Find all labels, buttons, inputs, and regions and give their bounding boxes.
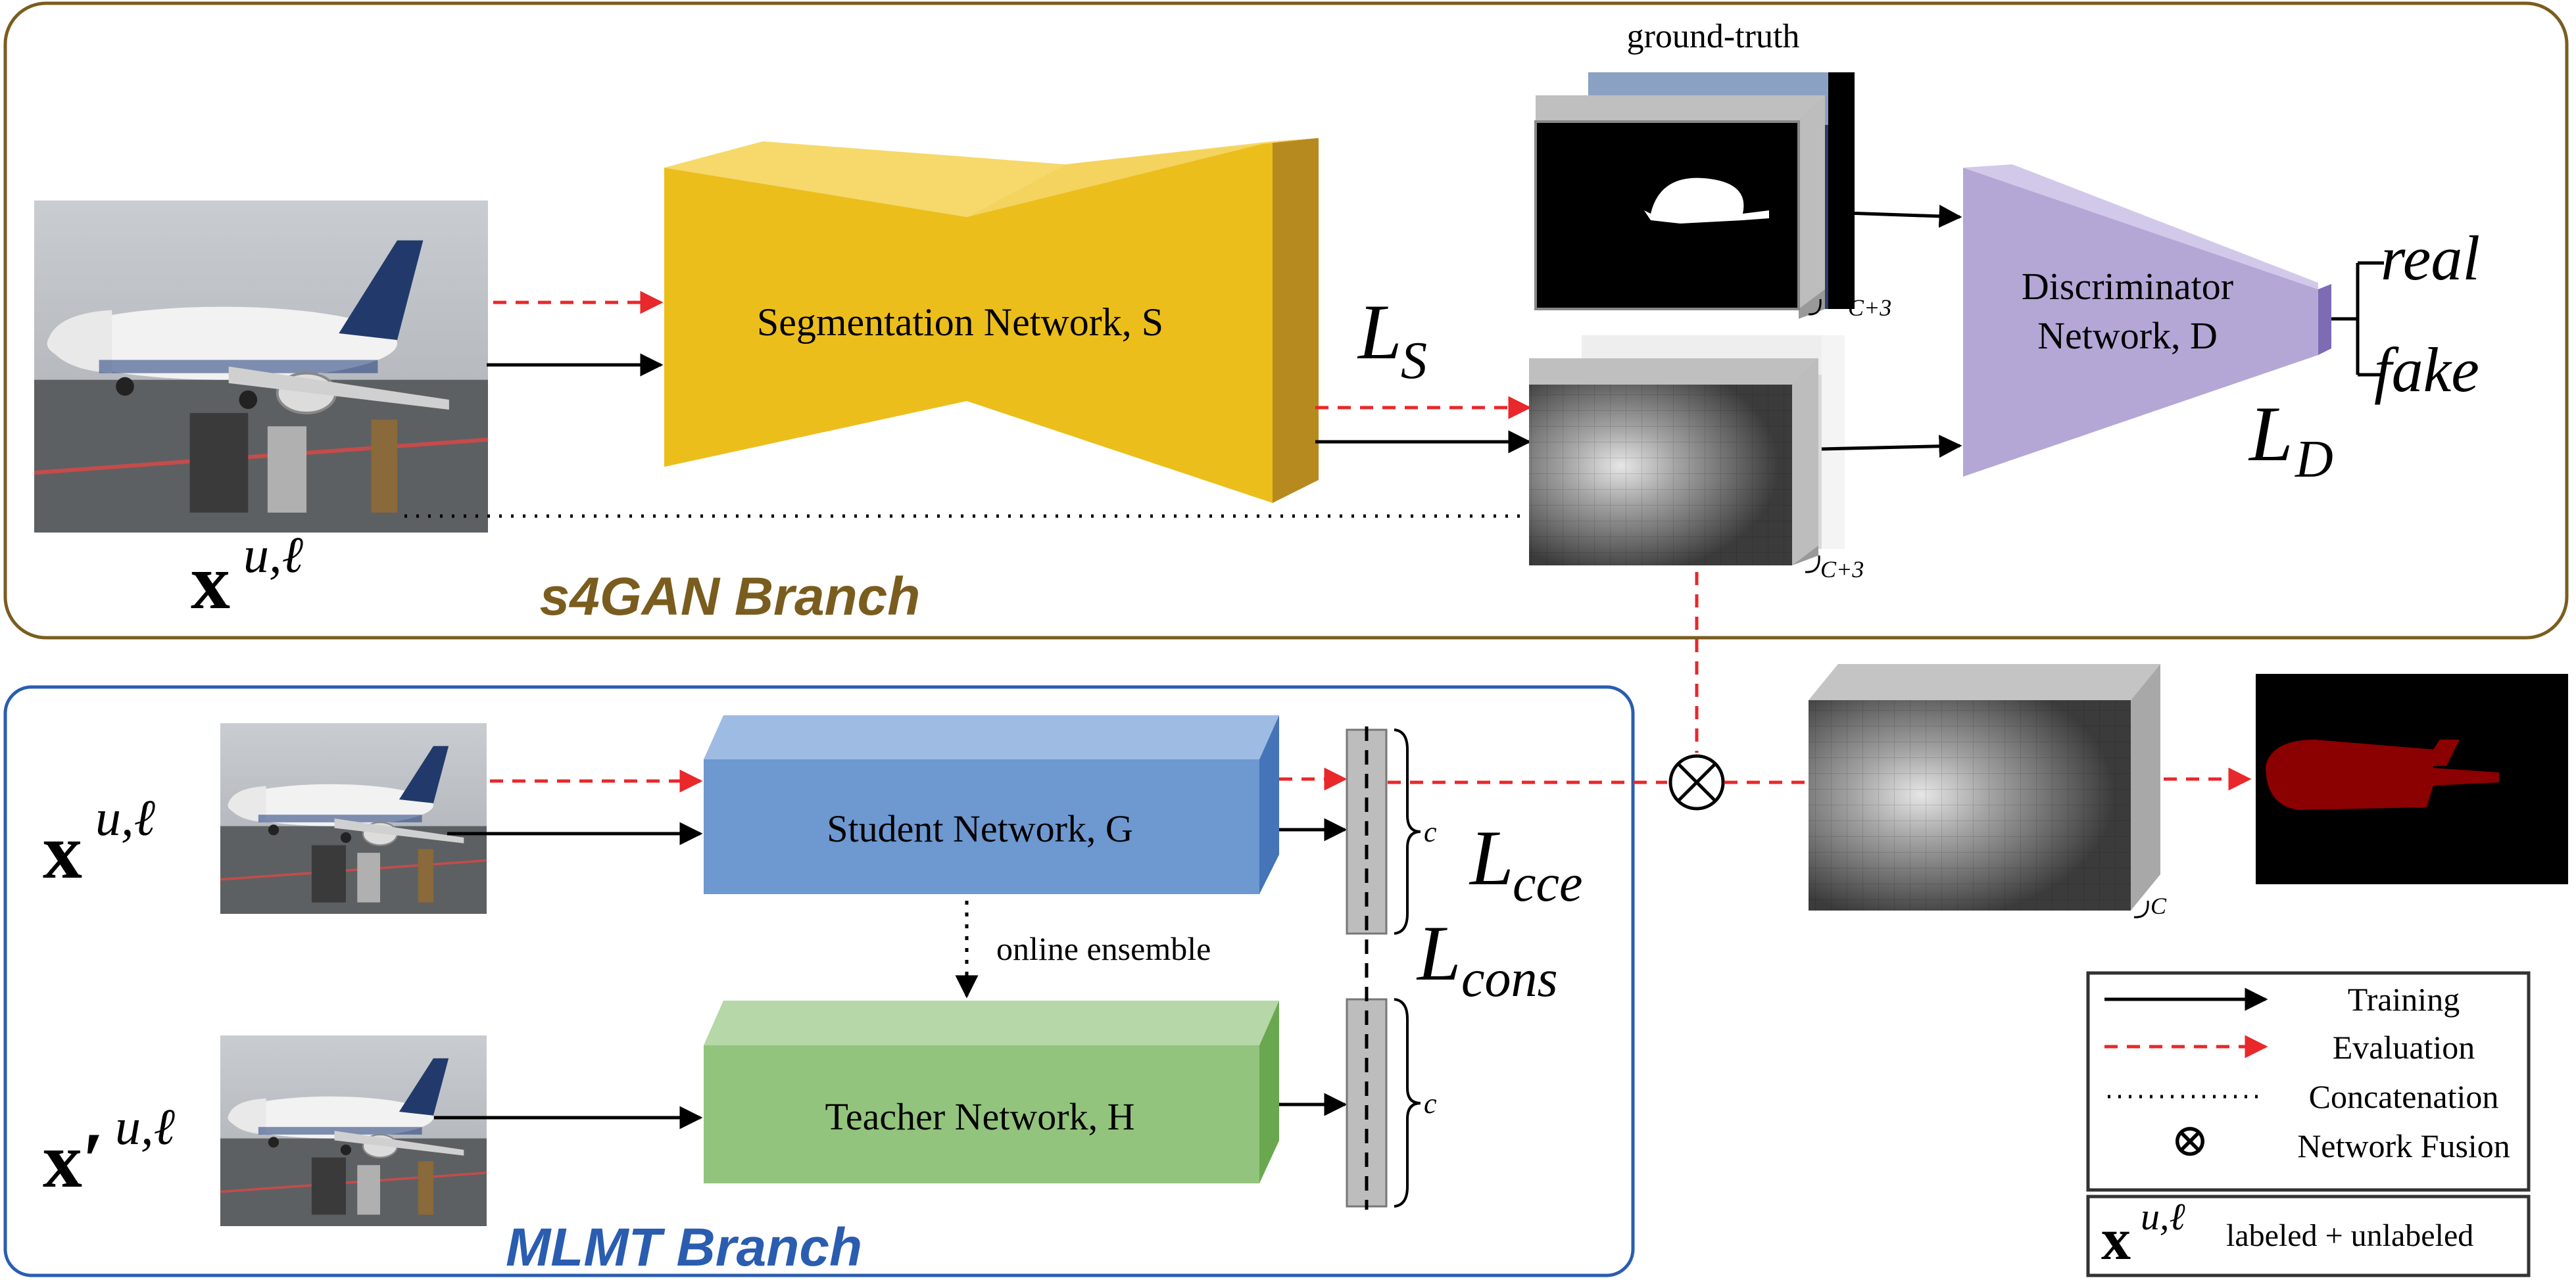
legend-evaluation-label: Evaluation <box>2333 1029 2475 1066</box>
legend-fusion-label: Network Fusion <box>2297 1128 2510 1164</box>
final-segmentation-output <box>2256 674 2568 884</box>
student-channels-label: c <box>1424 816 1437 848</box>
s4gan-input-superscript: u,ℓ <box>243 526 304 583</box>
svg-text:cce: cce <box>1513 855 1583 913</box>
discriminator-network <box>1963 164 2331 477</box>
fused-channels-label: C <box>2151 893 2167 919</box>
s4gan-branch-title: s4GAN Branch <box>540 567 921 627</box>
loss-cce: L cce <box>1469 814 1583 913</box>
discriminator-label-line2: Network, D <box>2037 314 2218 357</box>
fused-output-stack <box>1809 664 2160 918</box>
teacher-channels-label: c <box>1424 1087 1437 1120</box>
discriminator-label-line1: Discriminator <box>2022 265 2233 308</box>
real-fake-bracket <box>2331 261 2384 377</box>
s4gan-input-x: x <box>191 538 230 625</box>
svg-text:L: L <box>1469 814 1514 901</box>
prediction-stack <box>1529 335 1845 573</box>
loss-d: L D <box>2248 390 2333 488</box>
mlmt-branch-box <box>3 685 1635 1277</box>
segmentation-network-label: Segmentation Network, S <box>757 300 1163 344</box>
network-fusion-node <box>1668 754 1725 811</box>
svg-text:x: x <box>43 807 82 895</box>
s4gan-input-image <box>34 201 488 533</box>
ground-truth-label: ground-truth <box>1627 18 1800 55</box>
train-arrow-pred-to-disc <box>1821 435 1962 458</box>
teacher-channel-brace <box>1394 998 1421 1208</box>
loss-cons: L cons <box>1416 909 1558 1008</box>
legend-concatenation-label: Concatenation <box>2309 1078 2499 1115</box>
mlmt-input2-symbol: x′ u,ℓ <box>43 1098 176 1204</box>
legend-fusion-swatch: ⊗ <box>2171 1116 2210 1166</box>
legend-training-label: Training <box>2348 981 2460 1018</box>
train-arrow-gt-to-disc <box>1828 204 1962 228</box>
legend-box <box>2086 971 2531 1192</box>
s4gan-branch-box <box>3 1 2569 640</box>
student-network <box>704 715 1279 894</box>
svg-text:x: x <box>2101 1207 2131 1272</box>
mlmt-input-symbol: x u,ℓ <box>43 789 156 895</box>
pred-channels-label: C+3 <box>1820 556 1864 582</box>
svg-text:u,ℓ: u,ℓ <box>2141 1195 2185 1238</box>
output-real: real <box>2381 223 2480 293</box>
svg-text:u,ℓ: u,ℓ <box>95 789 156 846</box>
online-ensemble-label: online ensemble <box>996 930 1211 967</box>
teacher-network-label: Teacher Network, H <box>825 1095 1135 1138</box>
mlmt-input-image <box>220 723 487 914</box>
ground-truth-stack <box>1534 72 1855 319</box>
segmentation-network <box>664 138 1319 503</box>
output-fake: fake <box>2374 335 2479 405</box>
legend-data-box <box>2086 1195 2531 1277</box>
mlmt-input-image-2 <box>220 1035 487 1226</box>
teacher-network <box>704 1001 1279 1183</box>
svg-text:L: L <box>2248 390 2293 477</box>
gt-channels-label: C+3 <box>1848 295 1891 321</box>
svg-text:D: D <box>2295 431 2333 488</box>
loss-s: L S <box>1357 288 1427 390</box>
teacher-output-slice <box>1346 998 1388 1208</box>
svg-text:L: L <box>1357 288 1402 375</box>
svg-text:S: S <box>1401 332 1427 390</box>
s4gan-input-symbol: x u,ℓ <box>191 526 304 625</box>
svg-text:x′: x′ <box>43 1116 105 1204</box>
legend-data-desc: labeled + unlabeled <box>2226 1218 2473 1253</box>
student-network-label: Student Network, G <box>827 807 1133 850</box>
svg-text:u,ℓ: u,ℓ <box>115 1098 176 1155</box>
svg-text:cons: cons <box>1461 950 1558 1008</box>
svg-text:L: L <box>1416 909 1461 997</box>
mlmt-branch-title: MLMT Branch <box>506 1218 862 1277</box>
student-channel-brace <box>1394 728 1421 935</box>
legend-data-symbol: x u,ℓ <box>2101 1195 2185 1272</box>
